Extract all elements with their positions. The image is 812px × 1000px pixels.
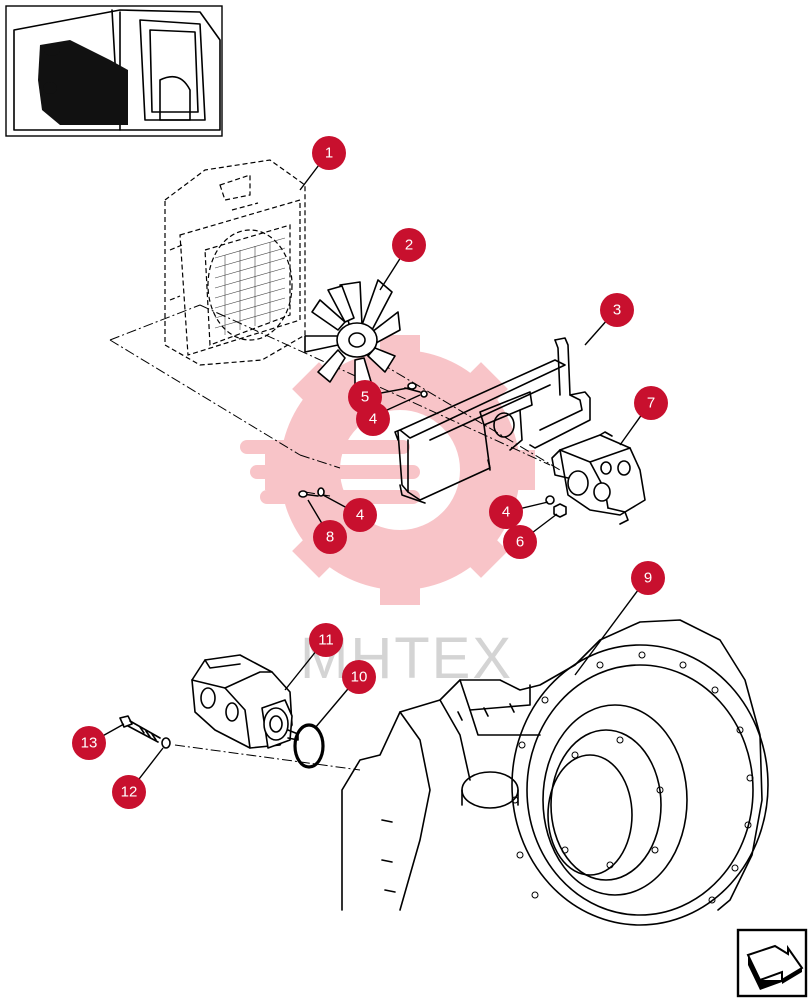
washer-12 <box>161 737 171 749</box>
bolt-13 <box>119 715 161 743</box>
svg-text:4: 4 <box>356 507 364 524</box>
nut-6 <box>553 503 567 518</box>
callout-10[interactable]: 10 <box>342 660 376 694</box>
svg-text:4: 4 <box>369 411 377 428</box>
cooling-fan <box>304 279 401 386</box>
callout-1[interactable]: 1 <box>312 136 346 170</box>
svg-text:9: 9 <box>644 570 652 587</box>
svg-text:11: 11 <box>318 632 334 649</box>
radiator <box>164 159 306 366</box>
next-page-button[interactable] <box>736 928 808 998</box>
callout-8[interactable]: 8 <box>313 520 347 554</box>
hydraulic-pump-lower <box>191 654 299 749</box>
callout-6[interactable]: 6 <box>503 525 537 559</box>
svg-text:1: 1 <box>325 145 333 162</box>
callout-4[interactable]: 4 <box>489 495 523 529</box>
callout-12[interactable]: 12 <box>112 775 146 809</box>
next-page-arrow-icon <box>746 944 804 990</box>
bolt-5 <box>404 382 428 398</box>
bolt-8 <box>298 490 319 498</box>
assembly-centerlines <box>109 304 561 771</box>
svg-text:7: 7 <box>647 395 655 412</box>
svg-text:5: 5 <box>361 389 369 406</box>
svg-text:3: 3 <box>613 302 621 319</box>
hydraulic-pump-upper <box>551 431 646 525</box>
callout-4[interactable]: 4 <box>343 498 377 532</box>
svg-text:12: 12 <box>121 784 138 801</box>
callout-2[interactable]: 2 <box>392 228 426 262</box>
svg-text:13: 13 <box>81 735 98 752</box>
callouts: 1 2 3 4 5 7 4 8 4 6 9 11 10 13 12 <box>72 136 668 809</box>
callout-9[interactable]: 9 <box>631 561 665 595</box>
thumbnail-box <box>5 5 223 137</box>
callout-7[interactable]: 7 <box>634 386 668 420</box>
svg-text:2: 2 <box>405 237 413 254</box>
callout-5[interactable]: 5 <box>348 380 382 414</box>
transmission-housing <box>341 619 769 926</box>
engine-highlight <box>38 40 128 125</box>
callout-11[interactable]: 11 <box>309 623 343 657</box>
svg-text:4: 4 <box>502 504 510 521</box>
svg-text:6: 6 <box>516 534 524 551</box>
o-ring <box>293 723 325 769</box>
callout-3[interactable]: 3 <box>600 293 634 327</box>
callout-13[interactable]: 13 <box>72 726 106 760</box>
svg-text:10: 10 <box>351 669 368 686</box>
svg-text:8: 8 <box>326 529 334 546</box>
pump-bracket <box>394 337 591 504</box>
